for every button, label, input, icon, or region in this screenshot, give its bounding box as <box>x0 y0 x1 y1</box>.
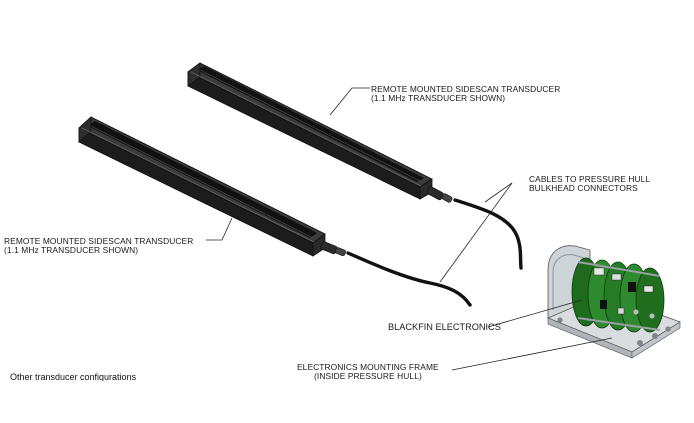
label-transducer-left-line1: REMOTE MOUNTED SIDESCAN TRANSDUCER <box>4 236 194 246</box>
label-frame-line2: (INSIDE PRESSURE HULL) <box>314 371 422 381</box>
leader-lines <box>206 87 613 371</box>
label-cables-line1: CABLES TO PRESSURE HULL <box>529 174 651 184</box>
cable-lower <box>320 241 472 307</box>
label-frame-line1: ELECTRONICS MOUNTING FRAME <box>297 362 439 372</box>
transducer-upper <box>187 62 433 200</box>
label-blackfin-electronics: BLACKFIN ELECTRONICS <box>388 322 501 332</box>
label-transducer-top-line2: (1.1 MHz TRANSDUCER SHOWN) <box>371 93 506 103</box>
label-transducer-left-line2: (1.1 MHz TRANSDUCER SHOWN) <box>4 245 139 255</box>
pcb-stack <box>571 257 665 333</box>
electronics-assembly <box>547 245 681 359</box>
transducer-lower <box>78 116 326 257</box>
cable-upper <box>426 186 523 270</box>
label-transducer-top-line1: REMOTE MOUNTED SIDESCAN TRANSDUCER <box>371 84 561 94</box>
label-cables-line2: BULKHEAD CONNECTORS <box>529 183 638 193</box>
caption-other-configurations: Other transducer configurations <box>10 372 137 381</box>
